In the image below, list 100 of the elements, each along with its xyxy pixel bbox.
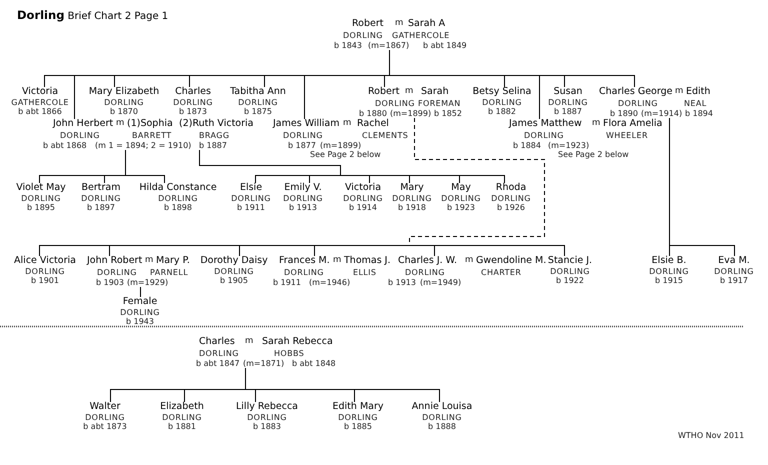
person-name: Alice Victoria [14, 256, 76, 267]
birth-year: b 1911 [273, 278, 301, 288]
person-name: Susan [554, 87, 582, 98]
surname: DORLING [173, 98, 213, 108]
note-text: See Page 2 below [310, 150, 381, 160]
person-name: Flora Amelia [603, 119, 662, 130]
surname: DORLING [550, 266, 590, 276]
surname: DORLING [199, 349, 239, 358]
surname: GATHERCOLE [11, 98, 69, 108]
birth-year: b 1884 [513, 141, 541, 150]
surname: BARRETT [132, 131, 172, 140]
surname: DORLING [375, 99, 415, 108]
birth-year: b 1881 [168, 422, 196, 432]
descent-line [245, 368, 246, 390]
person-name: John Robert [87, 256, 142, 267]
descent-line [125, 175, 165, 184]
surname: CLEMENTS [362, 131, 408, 140]
person-name: James William [273, 119, 340, 130]
descent-line [669, 245, 735, 256]
person-name: Tabitha Ann [230, 87, 286, 98]
person-name: Robert [352, 19, 384, 30]
surname: DORLING [85, 412, 125, 422]
marriage-year: (m=1899) [320, 141, 362, 150]
surname: DORLING [81, 194, 121, 204]
birth-year: b 1877 [288, 141, 316, 150]
marriage-sign: m [116, 119, 124, 129]
person-name: Stancie J. [548, 256, 592, 267]
descent-line [314, 245, 410, 256]
descent-line [125, 150, 126, 176]
marriage-sign: m [343, 119, 352, 129]
person-name: John Herbert [53, 119, 114, 130]
descent-line [340, 175, 505, 184]
birth-year: b 1870 [110, 107, 138, 116]
birth-year: b 1923 [447, 203, 475, 212]
surname: BRAGG [199, 131, 230, 140]
birth-year: b 1913 [289, 203, 317, 212]
birth-year: b abt 1866 [18, 107, 62, 116]
surname: CHARTER [481, 268, 522, 278]
surname: GATHERCOLE [392, 31, 450, 40]
surname: DORLING [548, 98, 588, 108]
person-name: Rhoda [496, 183, 526, 194]
descent-line [409, 245, 565, 256]
person-name: Sarah Rebecca [262, 337, 333, 348]
surname: DORLING [104, 98, 144, 108]
surname: DORLING [25, 266, 65, 276]
surname: DORLING [343, 31, 383, 40]
person-name: Violet May [16, 183, 66, 194]
birth-year: b 1913 [388, 278, 416, 288]
birth-year: b 1911 [237, 203, 265, 212]
surname: DORLING [158, 194, 198, 204]
surname: FOREMAN [418, 99, 461, 108]
birth-year: b 1887 [199, 141, 227, 150]
note-text: See Page 2 below [558, 150, 629, 160]
surname: DORLING [524, 131, 564, 140]
birth-year: b 1887 [554, 107, 582, 116]
surname: DORLING [343, 194, 383, 204]
person-name: Victoria [344, 183, 382, 194]
surname: DORLING [618, 99, 658, 108]
descent-line [104, 175, 126, 184]
birth-year: b abt 1873 [83, 422, 127, 432]
marriage-sign: m [675, 87, 684, 97]
surname: DORLING [714, 266, 754, 276]
author-credit: WTHO Nov 2011 [678, 431, 744, 440]
person-name: Lilly Rebecca [236, 402, 298, 413]
birth-year: b 1873 [179, 107, 207, 116]
birth-year: b 1852 [434, 109, 462, 118]
person-name: Charles J. W. [398, 256, 457, 267]
birth-year: b abt 1848 [292, 359, 336, 368]
descent-line [389, 50, 390, 76]
surname: DORLING [231, 194, 271, 204]
birth-year: b 1905 [220, 276, 248, 286]
descent-line [140, 294, 141, 298]
person-name: (1)Sophia [127, 119, 173, 130]
surname: DORLING [214, 266, 254, 276]
surname: NEAL [684, 99, 707, 108]
surname: DORLING [338, 412, 378, 422]
surname: DORLING [649, 266, 689, 276]
marriage-year: (m=1949) [420, 278, 462, 288]
descent-line [245, 389, 440, 402]
person-name: Emily V. [284, 183, 322, 194]
birth-year: b abt 1868 [43, 141, 87, 150]
marriage-year: (m=1923) [548, 141, 590, 150]
person-name: Eva M. [718, 256, 750, 267]
person-name: Sarah A [408, 19, 446, 30]
surname: DORLING [120, 308, 160, 318]
surname: ELLIS [353, 268, 376, 278]
surname: DORLING [405, 268, 445, 278]
person-name: James Matthew [509, 119, 582, 130]
birth-year: b 1843 [334, 41, 362, 50]
surname: DORLING [21, 194, 61, 204]
birth-year: b 1901 [31, 276, 59, 286]
birth-year: b 1897 [87, 203, 115, 212]
surname: HOBBS [274, 349, 304, 358]
marriage-sign: m [333, 256, 342, 266]
person-name: Female [122, 297, 158, 308]
person-name: Bertram [82, 183, 120, 194]
surname: PARNELL [150, 268, 188, 278]
person-name: Sarah [421, 87, 449, 98]
surname: DORLING [238, 98, 278, 108]
marriage-sign: m [465, 256, 474, 266]
